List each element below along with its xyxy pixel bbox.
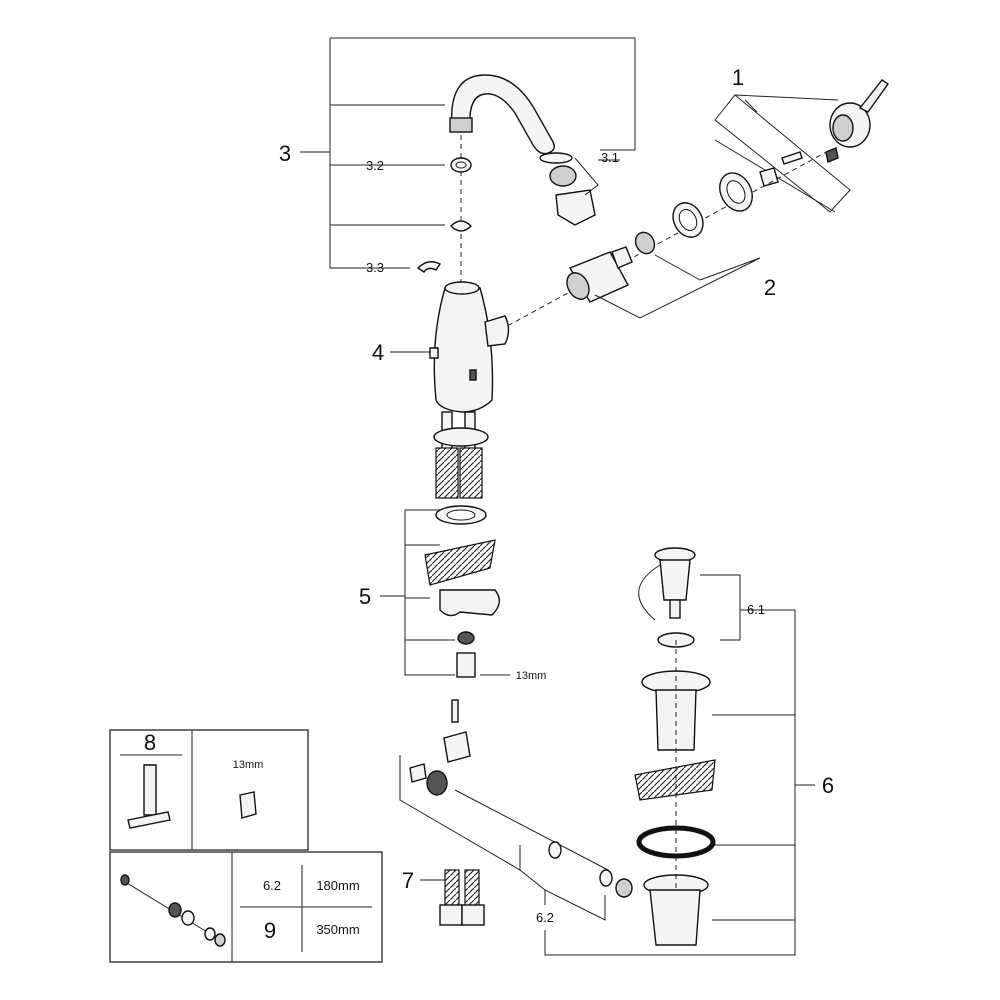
waste-body (655, 689, 697, 751)
aerator (449, 117, 473, 133)
basin-section (634, 759, 716, 801)
spout-insert (549, 165, 577, 187)
flex-hose-a (435, 447, 459, 499)
supply-hose-a (444, 869, 460, 909)
bracket-6-1 (700, 574, 741, 641)
spout-adapter (555, 189, 596, 226)
faucet-body (433, 287, 494, 413)
bracket-2 (594, 257, 761, 319)
label-6-1: 6.1 (747, 602, 765, 617)
label-6-2: 6.2 (536, 910, 554, 925)
washer (457, 631, 475, 645)
supply-hose-b (464, 869, 480, 909)
bracket-5 (404, 509, 455, 676)
bracket-3-top (330, 37, 636, 151)
cartridge-ring (634, 231, 656, 255)
row-1-length: 350mm (316, 922, 359, 937)
lever-handle-arm (858, 79, 889, 113)
mounting-group (380, 505, 510, 678)
label-3: 3 (279, 141, 291, 166)
base-ring (433, 427, 489, 447)
label-3-2: 3.2 (366, 158, 384, 173)
length-table: 6.2 180mm 9 350mm (109, 851, 383, 963)
rod-icon (121, 879, 213, 936)
pivot-rod (454, 789, 609, 871)
nut (456, 652, 476, 678)
tool-size: 13mm (233, 759, 264, 771)
label-1: 1 (732, 65, 744, 90)
spout-clip (450, 220, 472, 232)
body-side-port (484, 315, 510, 347)
linkage-group (399, 699, 633, 926)
bracket-1 (714, 94, 851, 213)
label-3-1: 3.1 (601, 150, 619, 165)
screw (781, 151, 803, 165)
circlip-3-3 (416, 261, 442, 273)
label-6: 6 (822, 773, 834, 798)
bracket-6 (544, 609, 796, 956)
label-5: 5 (359, 584, 371, 609)
bracket-3-left (329, 38, 410, 269)
row-1-part: 9 (264, 918, 276, 943)
rod-clamp (443, 731, 471, 763)
label-7: 7 (402, 868, 414, 893)
label-5-size: 13mm (516, 670, 547, 682)
pivot-nut (426, 770, 448, 796)
row-0-length: 180mm (316, 878, 359, 893)
drain-tailpiece (649, 889, 701, 946)
label-4: 4 (372, 340, 384, 365)
socket-wrench-icon (143, 764, 157, 816)
mounting-plate (439, 589, 500, 617)
spout (450, 74, 555, 155)
tool-number: 8 (144, 730, 156, 755)
body-group (390, 281, 510, 499)
spout-group (300, 37, 636, 292)
row-0-part: 6.2 (263, 878, 281, 893)
tool-table: 8 13mm (109, 729, 309, 851)
stopper-stem (659, 559, 691, 601)
flex-hose-b (459, 447, 483, 499)
nut-icon (239, 791, 257, 819)
label-3-3: 3.3 (366, 260, 384, 275)
countertop-section (424, 539, 496, 586)
spout-ring (539, 152, 573, 164)
label-2: 2 (764, 275, 776, 300)
set-screw (825, 147, 839, 163)
bracket-6-2 (399, 755, 521, 871)
drain-group (544, 547, 815, 956)
handle-cartridge-group (499, 79, 889, 331)
adapter-sleeve (759, 167, 779, 187)
